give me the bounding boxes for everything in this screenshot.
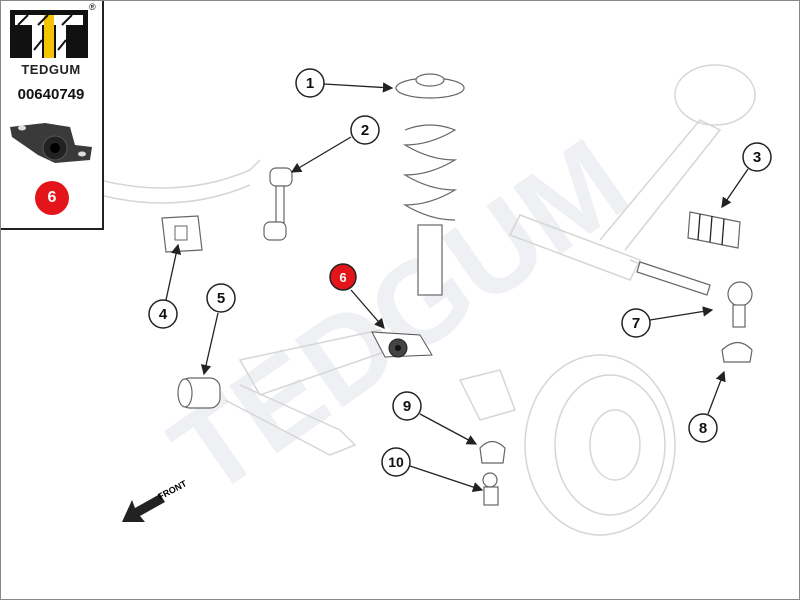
part-4-stabilizer-bushing	[161, 215, 203, 253]
svg-text:9: 9	[403, 398, 411, 415]
svg-text:1: 1	[306, 75, 314, 92]
svg-text:2: 2	[361, 122, 369, 139]
svg-text:4: 4	[159, 306, 168, 323]
part-2-stabilizer-link	[263, 167, 293, 241]
callout-10: 10	[381, 447, 411, 477]
callout-3: 3	[742, 142, 772, 172]
leader-lines	[165, 82, 749, 493]
svg-text:10: 10	[388, 454, 404, 470]
callout-2: 2	[350, 115, 380, 145]
brand-name: TEDGUM	[21, 62, 81, 77]
svg-text:8: 8	[699, 420, 707, 437]
part-thumbnail	[10, 123, 92, 163]
svg-text:7: 7	[632, 315, 640, 332]
callout-4: 4	[148, 299, 178, 329]
part-spring	[402, 124, 458, 296]
callout-9: 9	[392, 391, 422, 421]
svg-text:5: 5	[217, 290, 225, 307]
part-10-ball-joint	[482, 472, 499, 506]
part-6-control-arm-bushing	[371, 331, 433, 358]
part-5-bushing	[177, 377, 221, 409]
svg-text:6: 6	[339, 270, 346, 285]
tedgum-logo-icon	[10, 10, 88, 58]
part-8-ball-joint-boot	[721, 341, 753, 363]
part-9-boot	[479, 440, 506, 464]
part-number: 00640749	[17, 86, 85, 103]
registered-mark: ®	[89, 2, 96, 12]
svg-text:3: 3	[753, 149, 761, 166]
callout-5: 5	[206, 283, 236, 313]
background-structure	[99, 64, 756, 536]
part-1-strut-mount	[395, 73, 465, 99]
part-7-tie-rod-end	[636, 261, 753, 328]
callout-7: 7	[621, 308, 651, 338]
product-panel: ® TEDGUM 00640749 6	[0, 0, 104, 230]
callout-8: 8	[688, 413, 718, 443]
part-3-bump-stop	[687, 211, 741, 249]
callout-6-highlighted: 6	[329, 263, 357, 291]
highlight-badge: 6	[35, 181, 69, 215]
callout-1: 1	[295, 68, 325, 98]
